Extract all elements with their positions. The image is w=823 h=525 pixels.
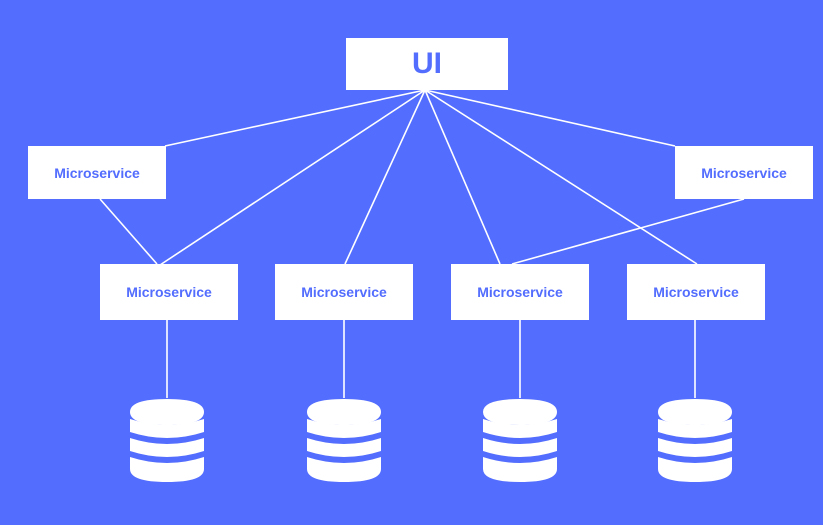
connectors — [99, 89, 745, 398]
microservice-node-lower-3: Microservice — [451, 264, 589, 320]
connector-upper-left-to-lower-service-1 — [99, 198, 158, 265]
ui-node-label: UI — [412, 47, 442, 80]
microservice-label: Microservice — [653, 284, 739, 300]
microservice-label: Microservice — [126, 284, 212, 300]
connector-ui-to-lower-service-4 — [424, 89, 698, 265]
database-icon — [483, 399, 557, 482]
microservice-node-lower-2: Microservice — [275, 264, 413, 320]
microservice-label: Microservice — [54, 164, 140, 181]
database-icon — [307, 399, 381, 482]
microservice-label: Microservice — [477, 284, 563, 300]
connector-ui-to-lower-service-2 — [344, 89, 426, 265]
database-icon — [658, 399, 732, 482]
microservice-node-upper-left: Microservice — [28, 146, 166, 199]
database-icon — [130, 399, 204, 482]
connector-ui-to-upper-service-right — [424, 89, 676, 147]
microservice-node-upper-right: Microservice — [675, 146, 813, 199]
microservice-label: Microservice — [301, 284, 387, 300]
connector-ui-to-lower-service-1 — [159, 89, 426, 266]
ui-node: UI — [346, 38, 508, 90]
microservice-label: Microservice — [701, 164, 787, 181]
connector-upper-right-to-lower-service-3 — [511, 198, 745, 265]
microservice-node-lower-1: Microservice — [100, 264, 238, 320]
microservice-node-lower-4: Microservice — [627, 264, 765, 320]
connector-ui-to-upper-service-left — [164, 89, 426, 147]
connector-ui-to-lower-service-3 — [424, 89, 501, 265]
